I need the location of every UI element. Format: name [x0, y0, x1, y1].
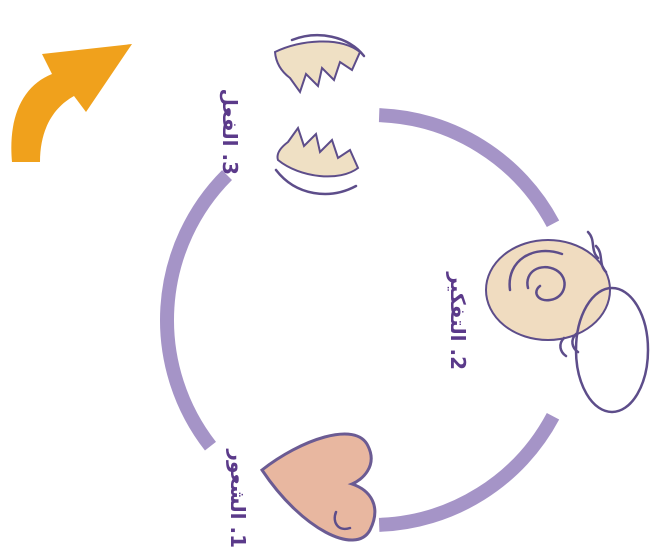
head-icon — [486, 232, 648, 412]
curved-arrow-icon — [11, 44, 132, 162]
heart-icon — [262, 434, 375, 540]
ring-arc-top — [379, 115, 553, 224]
ring-arc-left — [167, 175, 227, 446]
step-label-2: 2. التفكير — [448, 250, 468, 370]
hands-icon — [275, 35, 364, 194]
step-label-1: 1. الشعور — [228, 428, 248, 548]
ring-arc-bottom — [379, 416, 553, 525]
step-label-3: 3. الفعل — [220, 75, 240, 175]
